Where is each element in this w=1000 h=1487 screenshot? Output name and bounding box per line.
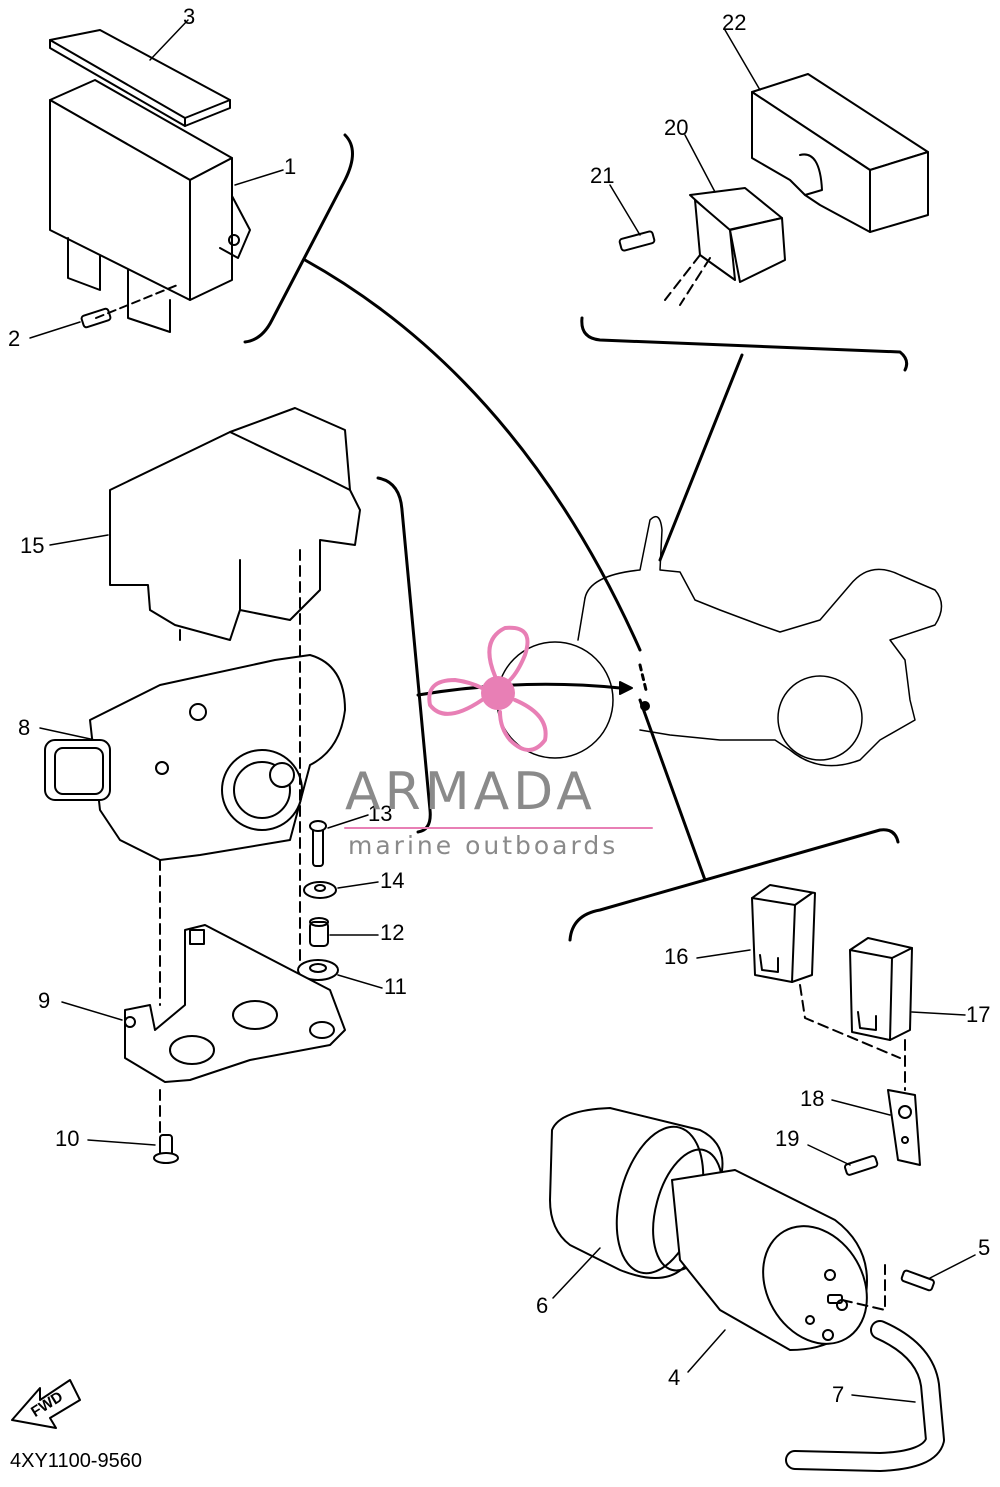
part-22-cover <box>751 73 929 233</box>
bracket-top-right <box>580 316 909 372</box>
part-2-screw <box>80 283 181 329</box>
part-16-connector <box>751 884 816 983</box>
part-1-control-unit <box>49 79 251 333</box>
callout-16: 16 <box>664 944 689 969</box>
part-10-bolt <box>153 1089 179 1164</box>
callout-leaders <box>29 19 976 1403</box>
part-13-bolt <box>309 820 327 867</box>
part-8-hydraulic-unit <box>44 654 346 1006</box>
part-7-hose <box>785 1320 945 1472</box>
part-21-screw <box>618 230 656 252</box>
callout-21: 21 <box>590 163 615 188</box>
part-12-collar <box>309 917 329 947</box>
callout-4: 4 <box>668 1365 681 1390</box>
callout-5: 5 <box>978 1235 991 1260</box>
part-9-bracket <box>124 924 346 1083</box>
callout-20: 20 <box>664 115 689 140</box>
callout-9: 9 <box>38 988 51 1013</box>
bracket-lower-right <box>568 828 900 942</box>
part-4-sensor <box>671 1169 868 1351</box>
part-15-cover <box>109 407 361 641</box>
diagram-code: 4XY1100-9560 <box>10 1450 142 1472</box>
part-17-connector <box>849 937 913 1041</box>
watermark-logo <box>427 625 548 752</box>
callout-19: 19 <box>775 1126 800 1151</box>
leader-bottom <box>638 698 707 882</box>
callout-18: 18 <box>800 1086 825 1111</box>
callout-12: 12 <box>380 920 405 945</box>
callout-14: 14 <box>380 868 405 893</box>
callout-3: 3 <box>183 4 196 29</box>
part-18-bracket <box>887 1089 921 1166</box>
callout-13: 13 <box>368 801 393 826</box>
leader-top <box>658 353 744 562</box>
motorcycle-outline <box>496 515 943 767</box>
bracket-upper-left <box>243 133 354 344</box>
callout-2: 2 <box>8 326 21 351</box>
part-5-screw <box>900 1269 935 1292</box>
watermark-title: ARMADA <box>345 762 596 822</box>
callout-17: 17 <box>966 1002 991 1027</box>
callout-6: 6 <box>536 1293 549 1318</box>
callout-10: 10 <box>55 1126 80 1151</box>
leader-main <box>303 258 642 652</box>
callout-11: 11 <box>384 974 407 999</box>
part-20-relay <box>664 187 786 306</box>
leader-mid <box>416 682 622 697</box>
callout-8: 8 <box>18 715 31 740</box>
part-19-screw <box>844 1155 879 1176</box>
watermark-subtitle: marine outboards <box>348 831 619 860</box>
callout-1: 1 <box>284 154 297 179</box>
callout-15: 15 <box>20 533 45 558</box>
part-11-grommet <box>297 959 339 981</box>
part-3-pad <box>49 29 231 127</box>
fwd-arrow-icon <box>11 1379 81 1429</box>
callout-7: 7 <box>832 1382 845 1407</box>
part-14-washer <box>303 881 337 899</box>
callout-22: 22 <box>722 10 747 35</box>
